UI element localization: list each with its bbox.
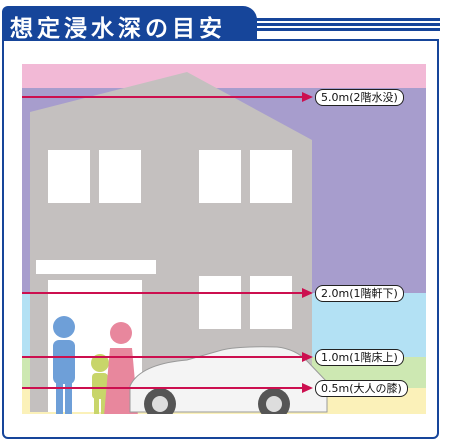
depth-label-3: 0.5m(大人の膝) bbox=[315, 380, 408, 397]
flood-depth-scene bbox=[22, 64, 426, 426]
title-stripe-2 bbox=[252, 23, 440, 26]
depth-label-2: 1.0m(1階床上) bbox=[315, 349, 404, 366]
window-lower-right-2 bbox=[250, 276, 292, 329]
depth-label-0: 5.0m(2階水没) bbox=[315, 89, 404, 106]
title-stripe-3 bbox=[252, 28, 440, 31]
window-upper-right-1 bbox=[199, 150, 241, 203]
person-child bbox=[91, 354, 109, 416]
depth-arrowhead-2 bbox=[302, 352, 313, 362]
window-upper-right-2 bbox=[250, 150, 292, 203]
person-adult-left bbox=[53, 316, 75, 414]
page-title: 想定浸水深の目安 bbox=[10, 16, 226, 42]
title-banner: 想定浸水深の目安 bbox=[2, 6, 257, 42]
window-upper-left-2 bbox=[99, 150, 141, 203]
car bbox=[129, 346, 328, 420]
window-upper-left-1 bbox=[48, 150, 90, 203]
window-lower-right-1 bbox=[199, 276, 241, 329]
depth-arrowhead-1 bbox=[302, 288, 313, 298]
title-stripe-1 bbox=[252, 18, 440, 21]
frame-bottom-band bbox=[22, 414, 426, 426]
zone-above-5m bbox=[22, 64, 426, 88]
depth-arrowhead-3 bbox=[302, 383, 313, 393]
entrance-canopy bbox=[36, 260, 156, 274]
depth-label-1: 2.0m(1階軒下) bbox=[315, 285, 404, 302]
depth-arrowhead-0 bbox=[302, 92, 313, 102]
